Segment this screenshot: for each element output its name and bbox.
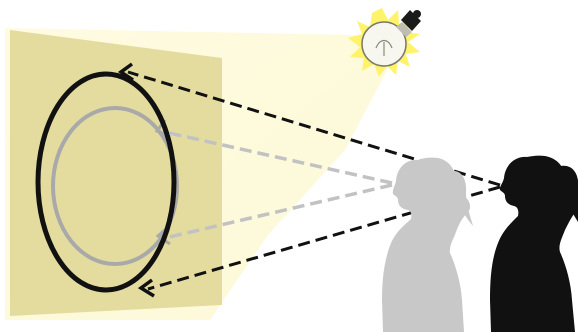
black-circle-arrow-top-icon <box>117 62 134 82</box>
gray-sight-line-top <box>164 130 393 185</box>
far-viewer-silhouette <box>382 157 471 332</box>
bulb-base-tip <box>413 10 421 18</box>
gray-sight-line-bottom <box>164 183 393 240</box>
near-viewer-ponytail <box>560 165 578 222</box>
gray-circle <box>51 106 179 266</box>
light-bulb-icon <box>348 8 421 77</box>
bulb-base <box>401 10 421 31</box>
black-circle <box>35 71 177 293</box>
far-viewer-ponytail <box>452 170 473 226</box>
near-viewer-silhouette <box>490 155 578 332</box>
bulb-filament <box>375 39 393 56</box>
bulb-neck <box>396 22 412 37</box>
black-circle-arrow-bottom-icon <box>137 278 155 298</box>
